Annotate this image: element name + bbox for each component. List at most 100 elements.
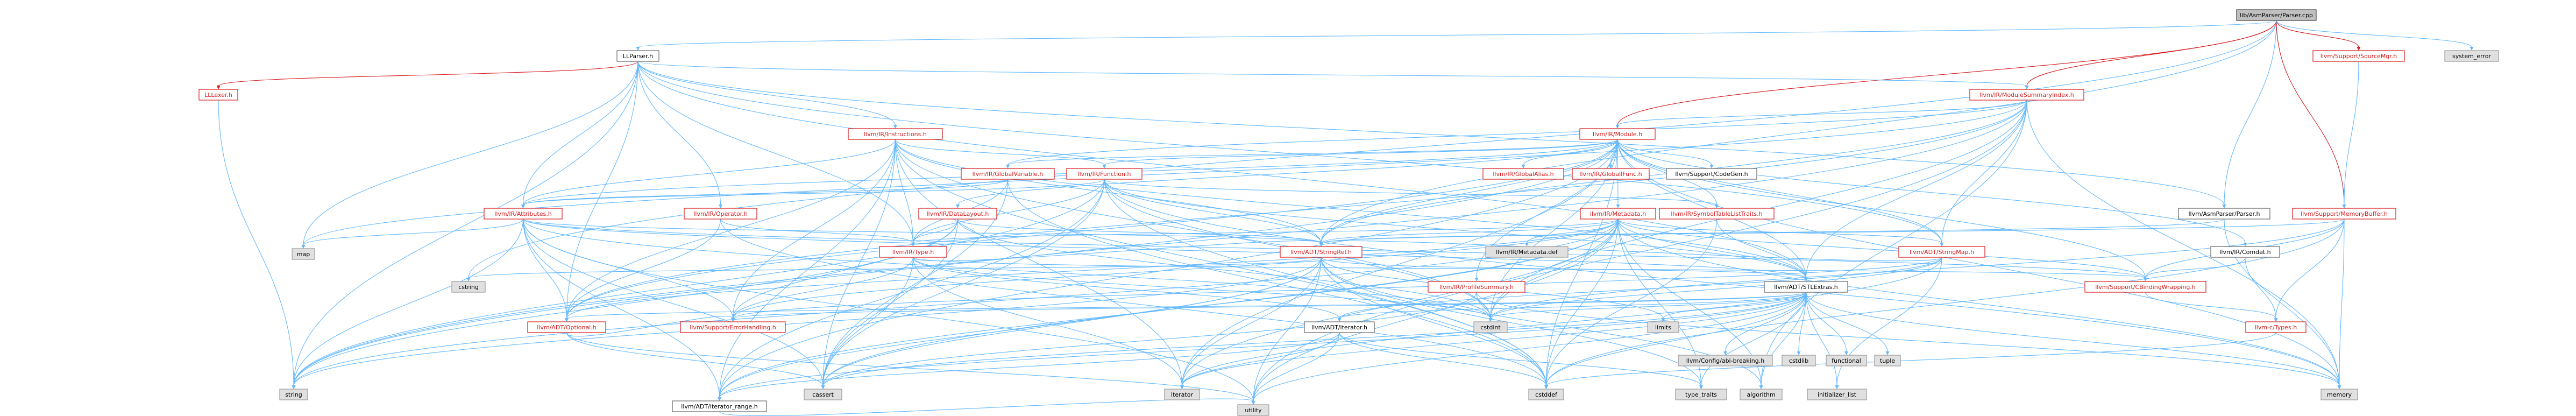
node-metadatadef: llvm/IR/Metadata.def [1485,246,1569,258]
edge-llparser-to-attributes [522,61,638,206]
node-globalalias[interactable]: llvm/IR/GlobalAlias.h [1482,168,1564,180]
edge-arrowhead-metadata-to-type [911,243,915,246]
node-box-metadata [1580,208,1656,220]
edge-instructions-to-optional [566,139,896,319]
edge-metadata-to-memory [1617,218,2340,386]
edge-stringmap-to-errorhandling [732,257,1942,319]
node-lllexer[interactable]: LLLexer.h [198,89,238,101]
edge-module-to-codegen [1617,139,1712,166]
edge-stringmap-to-stringref [1321,240,1942,262]
node-iterator_range[interactable]: llvm/ADT/iterator_range.h [672,400,767,412]
node-box-cstddef [1528,389,1564,400]
node-label-cstddef: cstddef [1535,391,1558,398]
edge-root-to-llparser [637,20,2277,48]
edge-arrowhead-optional-to-errorhandling [731,318,735,322]
edge-root-to-stringref [1321,20,2277,244]
edge-instructions-to-errorhandling [732,139,896,319]
node-label-abibreaking: llvm/Config/abi-breaking.h [1686,357,1764,364]
node-label-type: llvm/IR/Type.h [892,249,934,256]
node-box-operator [684,208,757,220]
edge-arrowhead-module-to-globalvariable [1006,165,1010,168]
node-attributes[interactable]: llvm/IR/Attributes.h [484,208,563,220]
node-box-datalayout [918,208,997,220]
edge-stringmap-to-cstdint [1490,257,1942,319]
node-profilesummary[interactable]: llvm/IR/ProfileSummary.h [1428,281,1525,293]
node-box-globalvariable [961,168,1055,180]
node-box-adtiterator [1304,321,1375,333]
node-box-globalalias [1482,168,1564,180]
edge-arrowhead-stlextras-to-adtiterator [1337,318,1342,322]
edge-root-to-sourcemgr [2276,20,2359,48]
node-label-msi: llvm/IR/ModuleSummaryIndex.h [1979,91,2074,98]
node-label-tuple: tuple [1880,357,1895,364]
edge-stlextras-to-algorithm [1761,292,1807,386]
edge-comdat-to-llvmctypes [2245,257,2276,319]
edge-instructions-to-cassert [822,139,896,386]
node-box-cstdint [1473,321,1508,333]
node-optional[interactable]: llvm/ADT/Optional.h [527,321,606,333]
node-llvmctypes[interactable]: llvm-c/Types.h [2245,321,2307,333]
node-module[interactable]: llvm/IR/Module.h [1579,128,1656,140]
node-globalvariable[interactable]: llvm/IR/GlobalVariable.h [961,168,1055,180]
node-box-algorithm [1740,389,1783,400]
edge-stlextras-to-functional [1805,292,1847,352]
edge-metadata-to-errorhandling [732,218,1619,319]
node-box-llparser [616,50,659,62]
edge-arrowhead-llvmctypes-to-cstddef [1544,385,1548,389]
node-label-errorhandling: llvm/Support/ErrorHandling.h [690,324,776,331]
node-msi[interactable]: llvm/IR/ModuleSummaryIndex.h [1969,89,2084,101]
node-stlextras[interactable]: llvm/ADT/STLExtras.h [1764,281,1848,293]
edge-arrowhead-root-to-system_error [2469,47,2474,51]
edge-adtiterator-to-utility [1253,332,1340,402]
edge-instructions-to-stlextras [895,139,1807,279]
node-operator[interactable]: llvm/IR/Operator.h [684,208,757,220]
node-tuple: tuple [1874,355,1901,366]
edge-type-to-stringref [912,240,1322,262]
node-type[interactable]: llvm/IR/Type.h [879,246,947,258]
node-llparser[interactable]: LLParser.h [616,50,659,62]
node-box-lllexer [198,89,238,101]
node-stringref[interactable]: llvm/ADT/StringRef.h [1280,246,1362,258]
edge-stlextras-to-tuple [1805,292,1888,352]
edge-arrowhead-root-to-sourcemgr [2357,47,2361,51]
node-iterator: iterator [1164,389,1200,400]
edge-llparser-to-stringmap [637,61,1942,244]
node-datalayout[interactable]: llvm/IR/DataLayout.h [918,208,997,220]
node-codegen[interactable]: llvm/Support/CodeGen.h [1666,168,1757,180]
edge-sourcemgr-to-memorybuffer [2344,61,2359,206]
edge-stringref-to-utility [1253,257,1322,402]
node-errorhandling[interactable]: llvm/Support/ErrorHandling.h [680,321,786,333]
node-box-cstdlib [1782,355,1816,366]
edge-symboltablelisttraits-to-cstddef [1545,218,1718,386]
edge-stlextras-to-errorhandling [732,292,1807,319]
edge-stlextras-to-optional [566,292,1807,319]
node-label-initializer_list: initializer_list [1818,391,1857,398]
node-label-cassert: cassert [812,391,834,398]
node-label-symboltablelisttraits: llvm/IR/SymbolTableListTraits.h [1671,210,1762,217]
node-instructions[interactable]: llvm/IR/Instructions.h [848,128,943,140]
node-sourcemgr[interactable]: llvm/Support/SourceMgr.h [2312,50,2405,62]
node-comdat[interactable]: llvm/IR/Comdat.h [2210,246,2280,258]
edge-metadata-to-iterator [1181,218,1619,386]
node-cassert: cassert [804,389,842,400]
node-adtiterator[interactable]: llvm/ADT/iterator.h [1304,321,1375,333]
edge-stringmap-to-iterator [1181,257,1942,386]
node-memorybuffer[interactable]: llvm/Support/MemoryBuffer.h [2292,208,2396,220]
node-stringmap[interactable]: llvm/ADT/StringMap.h [1898,246,1985,258]
node-metadata[interactable]: llvm/IR/Metadata.h [1580,208,1656,220]
edge-attributes-to-optional [522,218,567,319]
node-root[interactable]: lib/AsmParser/Parser.cpp [2236,9,2317,21]
edge-arrowhead-module-to-codegen [1709,165,1714,168]
edge-arrowhead-stringref-to-cstring [466,278,471,281]
node-asmparser[interactable]: llvm/AsmParser/Parser.h [2178,208,2270,220]
node-label-module: llvm/IR/Module.h [1593,131,1642,138]
edge-datalayout-to-string [293,218,959,386]
node-cbindingwrapping[interactable]: llvm/Support/CBindingWrapping.h [2084,281,2206,293]
edge-arrowhead-llparser-to-asmparser [2222,205,2226,208]
node-symboltablelisttraits[interactable]: llvm/IR/SymbolTableListTraits.h [1659,208,1775,220]
edge-attributes-to-cassert [522,218,824,386]
node-globalifunc[interactable]: llvm/IR/GlobalIFunc.h [1572,168,1650,180]
edge-stlextras-to-limits [1663,292,1807,319]
node-function[interactable]: llvm/IR/Function.h [1066,168,1142,180]
edge-arrowhead-iterator_range-to-utility [1251,401,1255,405]
